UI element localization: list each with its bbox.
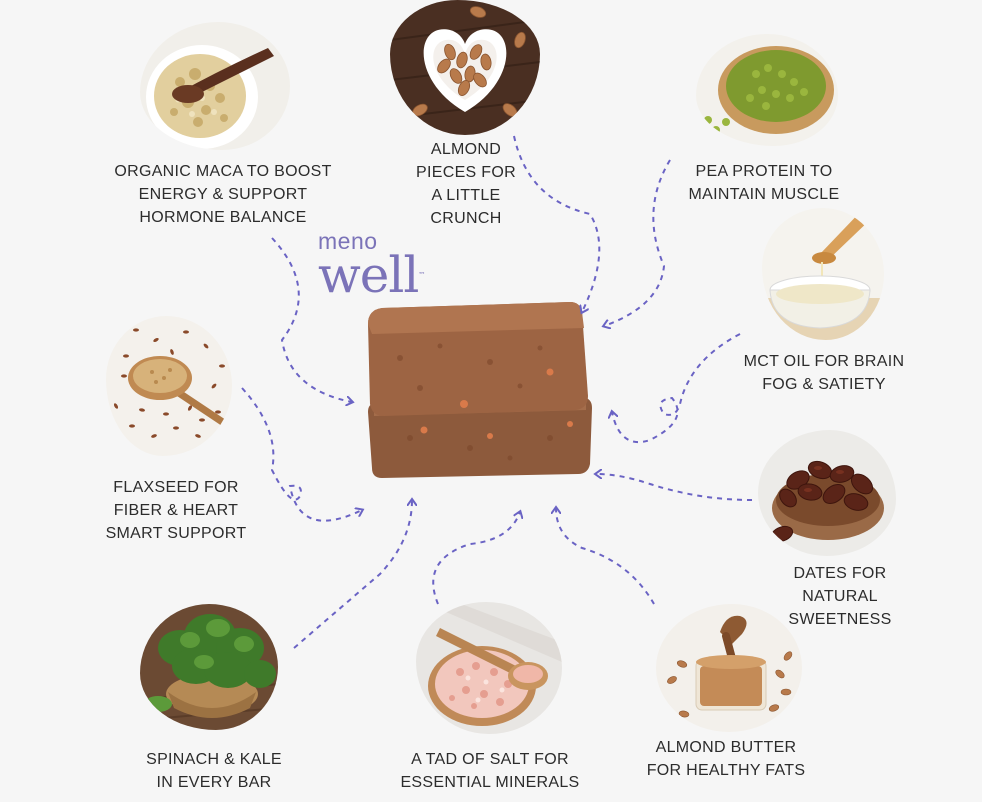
label-flaxseed: FLAXSEED FOR FIBER & HEART SMART SUPPORT [105, 479, 247, 542]
trademark-mark: ™ [418, 271, 425, 279]
almond-pieces-image [390, 0, 540, 135]
label-pea-protein: PEA PROTEIN TO MAINTAIN MUSCLE [688, 163, 840, 203]
almond-butter-image [656, 604, 802, 732]
label-maca: ORGANIC MACA TO BOOST ENERGY & SUPPORT H… [114, 163, 332, 226]
flaxseed-image [106, 316, 232, 456]
pea-protein-image [696, 34, 838, 146]
label-salt: A TAD OF SALT FOR ESSENTIAL MINERALS [400, 751, 580, 791]
arrow-pea-protein [604, 159, 671, 326]
dates-image [758, 430, 896, 556]
arrow-dates [596, 474, 753, 501]
brand-logo: meno well™ [318, 230, 425, 301]
spinach-kale-image [140, 604, 278, 730]
label-dates: DATES FOR NATURAL SWEETNESS [788, 565, 892, 628]
label-almond-butter: ALMOND BUTTER FOR HEALTHY FATS [646, 739, 806, 779]
label-mct-oil: MCT OIL FOR BRAIN FOG & SATIETY [743, 353, 905, 393]
mct-oil-image [762, 208, 884, 340]
brand-logo-line2: well [318, 246, 419, 304]
label-almond-pieces: ALMOND PIECES FOR A LITTLE CRUNCH [416, 141, 516, 227]
salt-image [416, 602, 562, 734]
snack-bar-image [360, 298, 596, 483]
arrow-almond-butter [556, 508, 655, 605]
arrow-spinach-kale [293, 500, 412, 649]
arrow-salt [432, 512, 520, 605]
maca-oats-image [140, 22, 290, 150]
label-spinach-kale: SPINACH & KALE IN EVERY BAR [146, 751, 282, 791]
arrow-mct-oil [612, 333, 741, 443]
